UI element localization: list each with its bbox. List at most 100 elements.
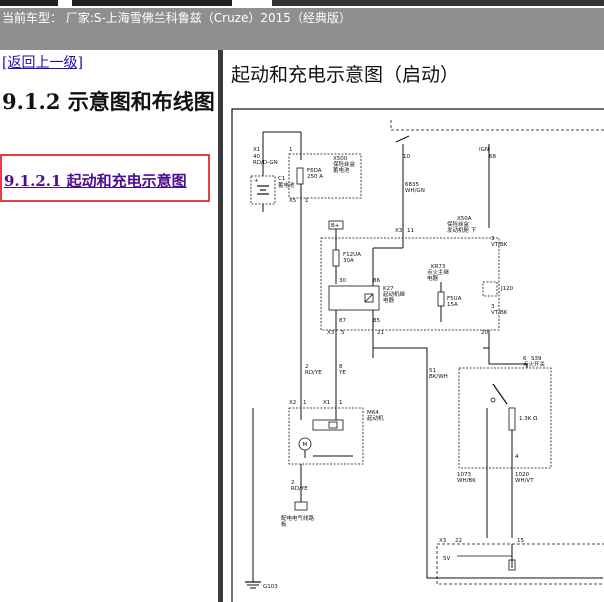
wire-color-label: WH/GN: [405, 188, 425, 194]
component-name: 蓄电池: [333, 166, 350, 174]
wire-color-label: VT/BK: [491, 242, 508, 248]
pin-label: 51: [429, 368, 436, 374]
wire-color-label: VT/BK: [491, 310, 508, 316]
pin-label: 68: [489, 154, 496, 160]
pin-label: 1: [289, 147, 293, 153]
wire-color-label: YE: [338, 370, 346, 376]
component-id: C1: [278, 176, 285, 182]
pin-label: 40: [253, 154, 260, 160]
fuse-amp: 15A: [447, 302, 458, 308]
component-name: 保险丝盒: [447, 220, 470, 228]
component-id: K27: [383, 286, 394, 292]
car-type-bar: 当前车型： 厂家:S-上海雪佛兰科鲁兹（Cruze）2015（经典版）: [0, 8, 604, 50]
pin-label: 22: [455, 538, 462, 544]
pin-label: 4: [515, 454, 519, 460]
component-id: KR73: [431, 264, 446, 270]
fuse-id: F5UA: [447, 296, 462, 302]
window-strip-segment: [272, 0, 604, 6]
pin-label: 8: [339, 364, 343, 370]
diagram-frame: [231, 108, 604, 602]
pin-label: X3: [439, 538, 447, 544]
battery-plus: +: [254, 178, 259, 184]
pane-divider[interactable]: [218, 50, 223, 602]
fuse-id: F6DA: [307, 168, 322, 174]
content-pane: 起动和充电示意图（启动） X1 1 40 RD/D-GN + C1 蓄电池 X5…: [223, 50, 604, 602]
left-nav-pane: [返回上一级] 9.1.2 示意图和布线图 9.1.2.1 起动和充电示意图: [0, 50, 218, 602]
signal-label: IGN: [479, 147, 489, 153]
pin-label: X1: [323, 400, 330, 406]
section-title: 9.1.2 示意图和布线图: [2, 89, 215, 114]
selected-item-highlight: 9.1.2.1 起动和充电示意图: [0, 154, 210, 202]
top-window-strip: [0, 0, 604, 8]
connector-tag: [294, 501, 308, 511]
fuse-f6da: [296, 167, 304, 185]
wire-color-label: RD/YE: [305, 370, 322, 376]
pin-label: 87: [339, 318, 346, 324]
component-id: S39: [531, 356, 542, 362]
fuse-box-x50a: [320, 237, 500, 331]
pin-label: 6: [523, 356, 527, 362]
pin-label: 1: [303, 400, 307, 406]
wiring-diagram: X1 1 40 RD/D-GN + C1 蓄电池 X500 保险丝盒 蓄电池 F…: [231, 108, 604, 602]
component-name: 点火主继: [427, 268, 450, 276]
wire-color-label: WH/BK: [457, 478, 476, 484]
resistor-1-3k: [508, 407, 516, 431]
component-name: 电器: [427, 274, 439, 282]
diagram-title: 起动和充电示意图（启动）: [231, 64, 460, 86]
wire-color-label: BK/WH: [429, 374, 448, 380]
pin-label: 3: [491, 304, 495, 310]
sub-link-starting-charging[interactable]: 9.1.2.1 起动和充电示意图: [4, 172, 187, 190]
pin-label: X1: [253, 147, 260, 153]
pin-label: 10: [403, 154, 410, 160]
pin-label: 1073: [457, 472, 471, 478]
component-name: 电器: [383, 296, 395, 304]
starter-m64: [288, 407, 364, 465]
pin-label: 3: [491, 236, 495, 242]
pin-label: 1: [339, 400, 343, 406]
pin-label: 2: [291, 480, 295, 486]
pin-label: 2: [305, 364, 309, 370]
bottom-module: [436, 543, 604, 585]
component-name: 配电电气线路: [281, 514, 315, 522]
component-name: 保险丝盒: [333, 160, 356, 168]
fuse-amp: 250 A: [307, 174, 323, 180]
pin-label: 85: [373, 318, 380, 324]
b-plus-label: B+: [331, 223, 340, 229]
fuse-amp: 30A: [343, 258, 354, 264]
component-name: 蓄电池: [278, 181, 295, 189]
pin-label: X2: [289, 400, 296, 406]
ignition-switch-s39: [458, 367, 552, 469]
component-name: 板: [281, 520, 287, 528]
wire-color-label: WH/VT: [515, 478, 534, 484]
pin-label: 15: [517, 538, 524, 544]
pin-label: 20: [481, 330, 488, 336]
component-id: X500: [333, 156, 348, 162]
component-name: 起动机: [367, 414, 384, 422]
resistor-value: 1.3K Ω: [519, 416, 537, 422]
pin-label: 6835: [405, 182, 419, 188]
motor-label: M: [303, 442, 308, 448]
pin-label: X3: [395, 228, 403, 234]
window-strip-segment: [72, 0, 232, 6]
fuse-f5ua: [437, 291, 445, 307]
pin-label: 11: [407, 228, 414, 234]
component-id: X50A: [457, 216, 472, 222]
wire-color-label: RD/YE: [291, 486, 308, 492]
fuse-box-x500: [288, 153, 362, 199]
component-id: M64: [367, 410, 379, 416]
component-name: 起动机继: [383, 290, 406, 298]
car-type-text: 当前车型： 厂家:S-上海雪佛兰科鲁兹（Cruze）2015（经典版）: [2, 11, 351, 25]
component-name: 点火开关: [523, 360, 546, 368]
fuse-f12ua: [332, 249, 340, 267]
connector-j120: [482, 281, 498, 297]
wire-color-label: RD/D-GN: [253, 160, 278, 166]
component-name: 发动机舱 下: [447, 226, 477, 234]
pin-label: 21: [377, 330, 384, 336]
pin-label: 30: [339, 278, 346, 284]
pin-label: 5: [341, 330, 345, 336]
pin-label: X3: [327, 330, 335, 336]
pin-label: X5: [289, 198, 297, 204]
pin-label: 1020: [515, 472, 529, 478]
back-link[interactable]: [返回上一级]: [2, 55, 83, 71]
window-strip-segment: [0, 0, 58, 6]
